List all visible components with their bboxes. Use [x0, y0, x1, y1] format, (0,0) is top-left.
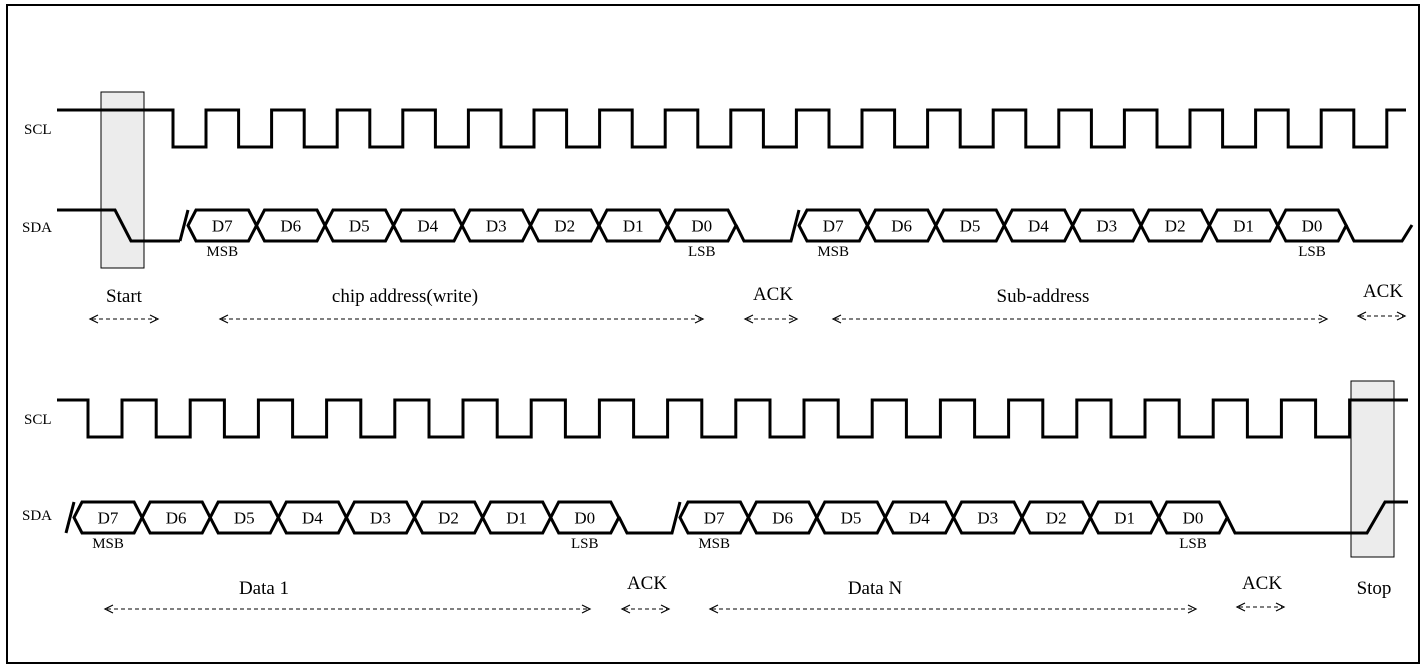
ack-span-arrow-2: [1356, 311, 1407, 321]
sda-start-edge: [57, 208, 180, 243]
datan-lsb-label: LSB: [1179, 536, 1207, 552]
data1-bit-label: D4: [302, 509, 323, 528]
sub-address-bit-label: D2: [1165, 217, 1186, 236]
chip-address-msb-label: MSB: [206, 244, 238, 260]
ack-label-1: ACK: [753, 284, 793, 305]
chip-address-bit-label: D4: [417, 217, 438, 236]
condition-highlights: [100, 91, 1395, 558]
scl-waveform-row2: [57, 398, 1408, 439]
datan-bit-label: D2: [1046, 509, 1067, 528]
arrow-head-left: [218, 314, 229, 324]
scl-signal-name-row2: SCL: [24, 412, 52, 428]
arrow-head-right: [581, 604, 592, 614]
sub-address-bit-label: D1: [1233, 217, 1254, 236]
data1-msb-label: MSB: [92, 536, 124, 552]
arrow-head-right: [788, 314, 799, 324]
stop-label: Stop: [1357, 578, 1392, 599]
datan-bit-label: D3: [977, 509, 998, 528]
arrow-head-right: [149, 314, 160, 324]
chip-address-bit-label: D5: [349, 217, 370, 236]
data1-bit-label: D3: [370, 509, 391, 528]
arrow-head-left: [620, 604, 631, 614]
chip-address-bit-label: D1: [623, 217, 644, 236]
ack-label-4: ACK: [1242, 573, 1282, 594]
datan-bit-label: D0: [1183, 509, 1204, 528]
sub-address-bit-label: D7: [823, 217, 844, 236]
scl-signal-name: SCL: [24, 122, 52, 138]
data1-bit-label: D1: [506, 509, 527, 528]
sub-address-span-arrow: [831, 314, 1329, 324]
ack-span-arrow-4: [1235, 602, 1286, 612]
arrow-head-right: [694, 314, 705, 324]
sda-bus-entry: [178, 209, 190, 242]
datan-bit-label: D5: [841, 509, 862, 528]
sub-address-bit-label: D5: [960, 217, 981, 236]
ack-label-3: ACK: [627, 573, 667, 594]
data1-bit-label: D6: [166, 509, 187, 528]
start-span-arrow: [88, 314, 160, 324]
waveforms: [57, 108, 1414, 535]
diagram-frame: [6, 4, 1420, 664]
sda-ack-row1: [734, 209, 801, 243]
arrow-head-left: [1356, 311, 1367, 321]
datan-label: Data N: [848, 578, 903, 599]
sub-address-bit-label: D4: [1028, 217, 1049, 236]
datan-bit-label: D6: [772, 509, 793, 528]
sub-address-msb-label: MSB: [817, 244, 849, 260]
sub-address-label: Sub-address: [997, 286, 1090, 307]
stop-condition-highlight: [1350, 380, 1395, 558]
arrow-head-left: [88, 314, 99, 324]
sub-address-lsb-label: LSB: [1298, 244, 1326, 260]
ack-span-arrow-1: [743, 314, 799, 324]
arrow-head-right: [660, 604, 671, 614]
arrow-head-right: [1275, 602, 1286, 612]
arrow-head-left: [708, 604, 719, 614]
arrow-head-left: [1235, 602, 1246, 612]
data1-label: Data 1: [239, 578, 289, 599]
data1-bit-label: D5: [234, 509, 255, 528]
chip-address-label: chip address(write): [332, 286, 478, 307]
arrow-head-left: [103, 604, 114, 614]
chip-address-bit-label: D7: [212, 217, 233, 236]
sda-stop-edge: [1225, 500, 1408, 535]
data1-bit-label: D0: [574, 509, 595, 528]
ack-label-2: ACK: [1363, 281, 1403, 302]
sda-signal-name-row2: SDA: [22, 508, 52, 524]
arrow-head-right: [1187, 604, 1198, 614]
data1-span-arrow: [103, 604, 592, 614]
sda-signal-name: SDA: [22, 220, 52, 236]
chip-address-lsb-label: LSB: [688, 244, 716, 260]
arrow-head-left: [831, 314, 842, 324]
sda-ack-row1-end: [1344, 224, 1414, 243]
data1-bit-label: D7: [98, 509, 119, 528]
datan-msb-label: MSB: [698, 536, 730, 552]
arrow-head-right: [1318, 314, 1329, 324]
chip-address-bit-label: D2: [554, 217, 575, 236]
sub-address-bit-label: D3: [1096, 217, 1117, 236]
datan-bit-label: D7: [704, 509, 725, 528]
datan-span-arrow: [708, 604, 1198, 614]
chip-address-bit-label: D0: [691, 217, 712, 236]
data1-bit-label: D2: [438, 509, 459, 528]
datan-bit-label: D1: [1114, 509, 1135, 528]
start-condition-highlight: [100, 91, 145, 269]
datan-bit-label: D4: [909, 509, 930, 528]
sda-ack-row2: [617, 501, 682, 535]
start-label: Start: [106, 286, 143, 307]
chip-address-bit-label: D3: [486, 217, 507, 236]
chip-address-bit-label: D6: [280, 217, 301, 236]
ack-span-arrow-3: [620, 604, 671, 614]
chip-address-span-arrow: [218, 314, 705, 324]
arrow-head-left: [743, 314, 754, 324]
sub-address-bit-label: D6: [891, 217, 912, 236]
sda-bus-entry-row2: [64, 501, 76, 534]
arrow-head-right: [1396, 311, 1407, 321]
scl-waveform-row1: [57, 108, 1406, 149]
sub-address-bit-label: D0: [1302, 217, 1323, 236]
data1-lsb-label: LSB: [571, 536, 599, 552]
